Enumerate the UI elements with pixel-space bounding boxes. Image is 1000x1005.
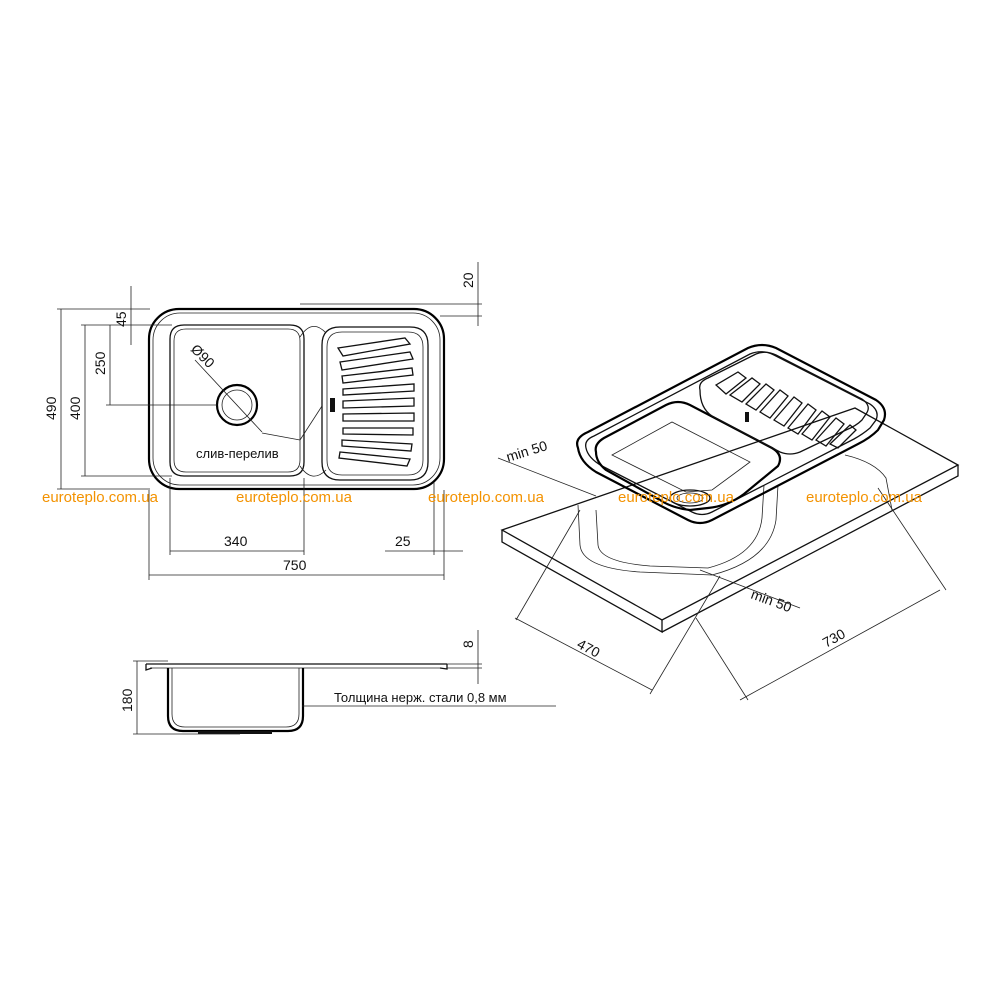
iso-drain-inner bbox=[676, 492, 704, 504]
svg-text:470: 470 bbox=[575, 636, 603, 661]
overflow-slot bbox=[330, 398, 335, 412]
drain-base bbox=[198, 731, 272, 734]
sink-outline bbox=[147, 307, 446, 491]
drainer-board bbox=[321, 326, 429, 481]
watermark-4: euroteplo.com.ua bbox=[618, 489, 735, 506]
svg-text:45: 45 bbox=[113, 311, 129, 327]
svg-text:400: 400 bbox=[67, 396, 83, 420]
top-view: слив-перелив Ø90 750 340 25 490 bbox=[43, 262, 482, 580]
dimension-20: 20 bbox=[300, 262, 482, 326]
dimension-750: 750 bbox=[148, 490, 445, 580]
drain-label: слив-перелив bbox=[196, 446, 279, 461]
steel-note: Толщина нерж. стали 0,8 мм bbox=[334, 690, 507, 705]
dimension-340: 340 bbox=[169, 478, 305, 555]
svg-text:250: 250 bbox=[92, 351, 108, 375]
dimension-min50-back: min 50 bbox=[497, 437, 597, 497]
svg-text:25: 25 bbox=[395, 533, 411, 549]
svg-text:8: 8 bbox=[460, 640, 476, 648]
svg-text:490: 490 bbox=[43, 396, 59, 420]
bowl-joint-top bbox=[299, 326, 327, 338]
drainer-ribs bbox=[336, 337, 415, 467]
sink-rim bbox=[576, 343, 887, 525]
dimension-490: 490 bbox=[43, 308, 150, 490]
iso-drainer bbox=[699, 351, 869, 455]
bowl-profile bbox=[166, 668, 305, 733]
svg-text:min 50: min 50 bbox=[504, 437, 549, 465]
sink-outline-inner bbox=[152, 312, 441, 486]
dimension-250: 250 bbox=[92, 325, 217, 406]
dimension-45: 45 bbox=[113, 286, 132, 345]
dimension-8: 8 bbox=[447, 630, 482, 684]
drain-diameter-leader bbox=[194, 359, 263, 433]
dimension-180: 180 bbox=[119, 660, 240, 735]
drain-diameter-label: Ø90 bbox=[188, 341, 218, 371]
dimension-470: 470 bbox=[514, 509, 721, 695]
drainer-board-inner bbox=[326, 331, 424, 476]
install-view: 730 470 min 50 min 50 bbox=[497, 343, 960, 701]
watermark-2: euroteplo.com.ua bbox=[236, 489, 353, 506]
drain-label-arrow bbox=[299, 405, 323, 441]
svg-text:min 50: min 50 bbox=[749, 586, 794, 615]
svg-text:750: 750 bbox=[283, 557, 307, 573]
side-view: 180 8 Толщина нерж. стали 0,8 мм bbox=[119, 630, 556, 735]
iso-drain bbox=[669, 489, 711, 507]
flange-left-edge bbox=[145, 664, 153, 671]
countertop-top bbox=[500, 407, 960, 621]
iso-overflow bbox=[745, 412, 749, 422]
cutout-right bbox=[844, 454, 893, 511]
watermark-1: euroteplo.com.ua bbox=[42, 489, 159, 506]
main-bowl-inner bbox=[173, 328, 301, 473]
watermarks: euroteplo.com.ua euroteplo.com.ua eurote… bbox=[42, 489, 923, 506]
countertop-front-edge bbox=[501, 530, 663, 634]
iso-main-bowl bbox=[594, 400, 782, 512]
bowl-profile-inner bbox=[171, 668, 300, 728]
dimension-25: 25 bbox=[385, 482, 463, 555]
watermark-5: euroteplo.com.ua bbox=[806, 489, 923, 506]
bowl-under-counter bbox=[577, 484, 779, 576]
svg-text:340: 340 bbox=[224, 533, 248, 549]
iso-bowl-floor bbox=[611, 421, 751, 493]
svg-text:730: 730 bbox=[820, 625, 848, 650]
dimension-400: 400 bbox=[67, 324, 172, 477]
iso-drainer-ribs bbox=[714, 371, 857, 449]
svg-text:180: 180 bbox=[119, 688, 135, 712]
bowl-under-counter-inner bbox=[595, 484, 765, 569]
svg-text:20: 20 bbox=[460, 272, 476, 288]
drain-circle-inner bbox=[221, 389, 253, 421]
main-bowl bbox=[169, 324, 305, 477]
watermark-3: euroteplo.com.ua bbox=[428, 489, 545, 506]
drain-label-leader bbox=[261, 432, 301, 441]
countertop-side-edge bbox=[661, 465, 959, 633]
flange-right-edge bbox=[439, 664, 448, 670]
